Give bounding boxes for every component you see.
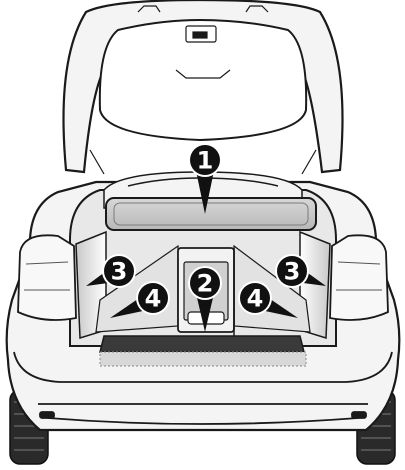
right-tail-light [329,234,389,321]
callout-number: 1 [197,147,214,175]
loading-sill [99,335,305,353]
rear-bumper [13,351,393,425]
callout-2: 2 [188,266,222,332]
callout-1: 1 [188,143,222,214]
callout-number: 2 [197,270,214,298]
callout-circle [190,268,220,298]
tail-lights [17,234,389,321]
callout-number: 4 [247,285,264,313]
callout-3: 3 [86,254,136,288]
callout-circle [138,283,168,313]
callout-number: 3 [284,258,301,286]
cargo-cover [105,197,317,231]
left-tail-light [17,234,77,321]
cargo-cover-edge [113,202,309,226]
callout-pointer [195,289,215,332]
callout-3b: 3 [275,254,326,288]
hatch-glass [98,18,308,142]
callout-number: 4 [145,285,162,313]
callout-circle [104,256,134,286]
callout-circle [240,283,270,313]
callout-4b: 4 [238,281,298,318]
callout-number: 3 [111,258,128,286]
callout-4: 4 [110,281,170,318]
hatch-details [89,5,317,175]
callout-pointer [195,166,215,214]
callout-circle [277,256,307,286]
callout-circle [190,145,220,175]
sill-plate [99,351,307,367]
